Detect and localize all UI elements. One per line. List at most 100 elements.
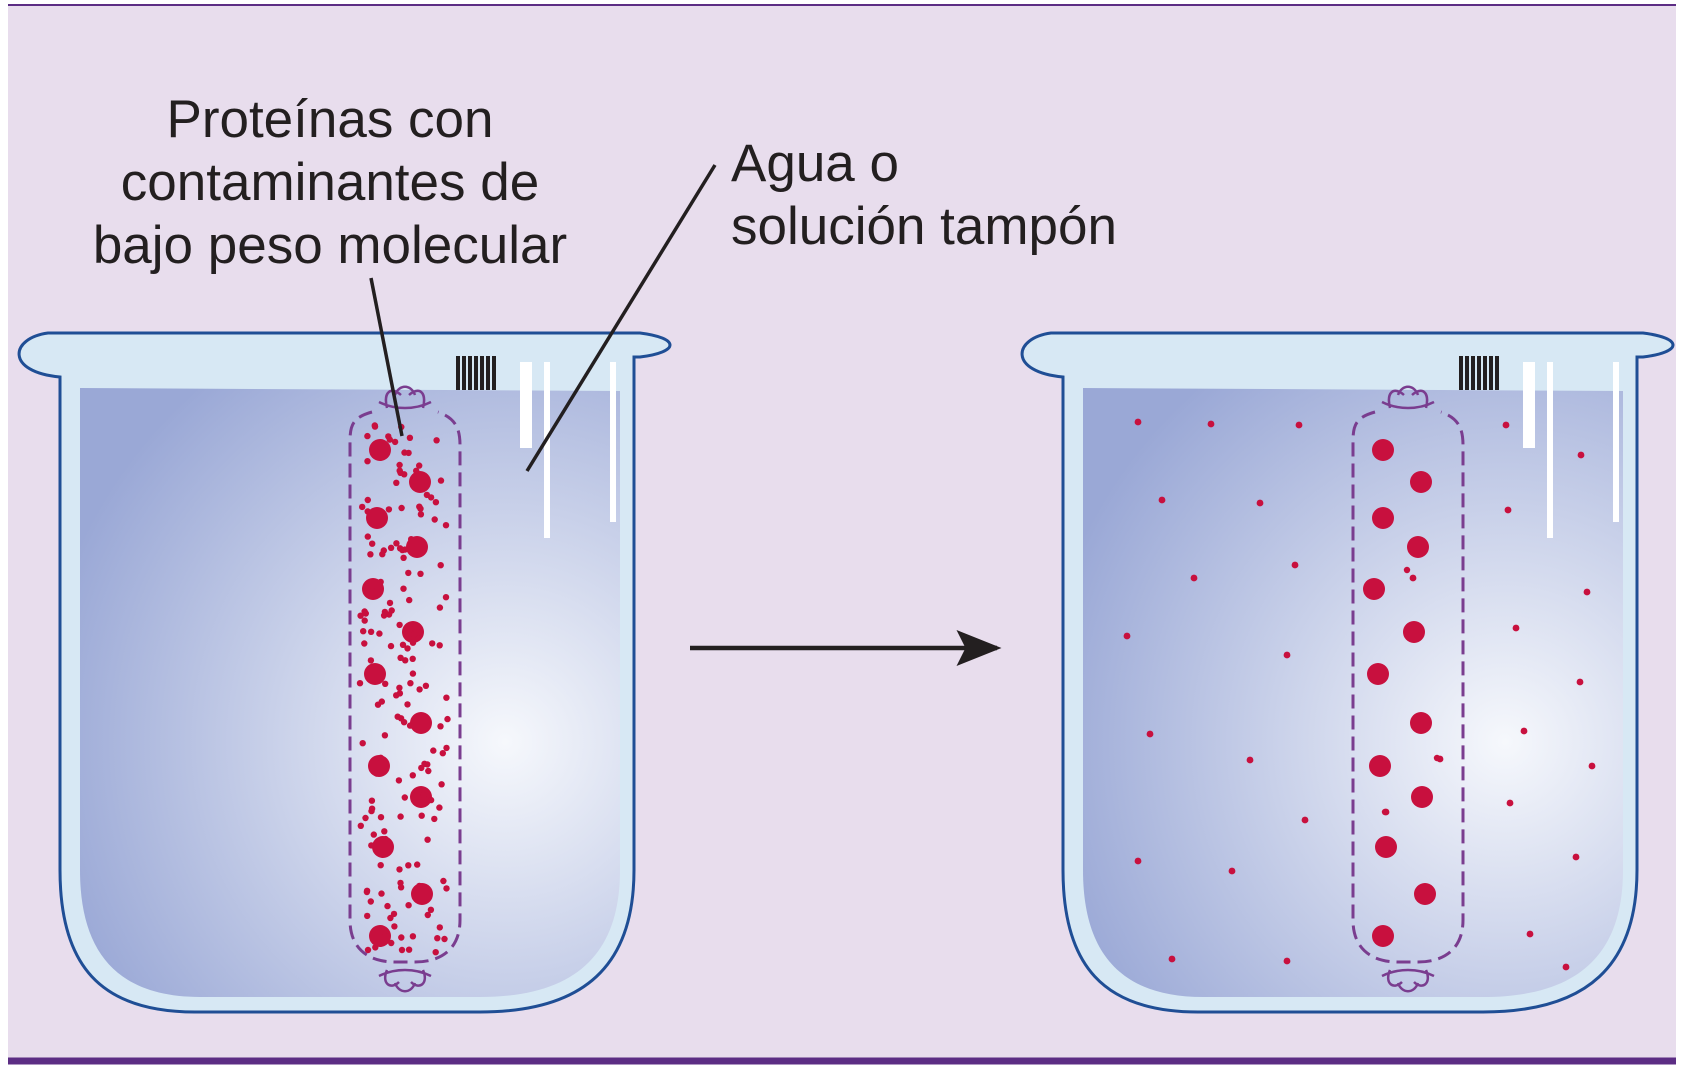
contaminant-particle-icon [396, 621, 403, 629]
contaminant-particle-icon [401, 794, 408, 801]
contaminant-particle-icon [1168, 955, 1176, 963]
contaminant-particle-icon [381, 828, 388, 835]
contaminant-particle-icon [416, 686, 423, 693]
contaminant-particle-icon [431, 516, 438, 523]
contaminant-particle-icon [418, 812, 425, 819]
water-label-line-1: Agua o [731, 134, 899, 193]
contaminant-particle-icon [439, 750, 446, 757]
contaminant-particle-icon [425, 767, 432, 775]
contaminant-particle-icon [1207, 420, 1215, 428]
protein-particle-icon [1411, 786, 1433, 808]
glass-highlight [610, 362, 616, 522]
glass-highlight [1547, 362, 1553, 538]
contaminant-particle-icon [407, 680, 414, 687]
contaminant-particle-icon [362, 814, 369, 822]
contaminant-particle-icon [364, 583, 372, 590]
contaminant-particle-icon [390, 910, 398, 918]
contaminant-particle-icon [424, 836, 431, 843]
contaminant-particle-icon [414, 861, 421, 868]
contaminant-particle-icon [436, 804, 443, 811]
contaminant-particle-icon [422, 682, 430, 689]
contaminant-particle-icon [367, 628, 375, 635]
contaminant-particle-icon [397, 813, 404, 820]
contaminant-particle-icon [377, 754, 384, 761]
contaminant-particle-icon [378, 890, 385, 897]
contaminant-particle-icon [361, 608, 368, 615]
glass-highlight [520, 362, 532, 448]
contaminant-particle-icon [367, 551, 374, 558]
contaminant-particle-icon [387, 544, 395, 551]
contaminant-particle-icon [444, 715, 451, 723]
contaminant-particle-icon [1134, 418, 1142, 426]
proteins-label-line-2: contaminantes de [120, 153, 540, 212]
contaminant-particle-icon [443, 744, 450, 752]
glass-highlight [1523, 362, 1535, 448]
contaminant-particle-icon [387, 914, 394, 922]
contaminant-particle-icon [1381, 808, 1389, 816]
contaminant-particle-icon [424, 911, 431, 919]
contaminant-particle-icon [432, 949, 439, 956]
scale-tick [480, 356, 484, 390]
contaminant-particle-icon [1228, 867, 1236, 875]
contaminant-particle-icon [363, 888, 371, 896]
contaminant-particle-icon [364, 458, 371, 465]
left-beaker [17, 331, 672, 1014]
water-solution [1083, 388, 1623, 997]
scale-tick [1483, 356, 1487, 390]
contaminant-particle-icon [368, 797, 376, 804]
contaminant-particle-icon [442, 522, 450, 529]
contaminant-particle-icon [427, 796, 435, 804]
contaminant-particle-icon [405, 862, 412, 869]
scale-tick [474, 356, 478, 390]
contaminant-particle-icon [370, 831, 377, 838]
contaminant-particle-icon [381, 608, 389, 616]
contaminant-particle-icon [386, 599, 394, 607]
contaminant-particle-icon [395, 777, 403, 784]
protein-particle-icon [1403, 621, 1425, 643]
contaminant-particle-icon [1283, 957, 1291, 965]
contaminant-particle-icon [1520, 727, 1528, 735]
contaminant-particle-icon [402, 657, 409, 664]
contaminant-particle-icon [436, 924, 443, 931]
protein-leader-line [369, 277, 404, 437]
bag-top-knot [378, 385, 432, 410]
contaminant-particle-icon [420, 791, 427, 798]
scale-tick [1465, 356, 1469, 390]
contaminant-particle-icon [397, 879, 404, 887]
contaminant-particle-icon [1409, 574, 1417, 582]
contaminant-particle-icon [364, 533, 371, 540]
contaminant-particle-icon [361, 617, 368, 624]
contaminant-particle-icon [381, 732, 389, 739]
contaminant-particle-icon [1577, 451, 1585, 459]
contaminant-particle-icon [1134, 857, 1142, 865]
bag-bottom-knot [1381, 968, 1435, 993]
protein-particle-icon [368, 755, 390, 777]
contaminant-particle-icon [396, 866, 403, 873]
contaminant-particle-icon [360, 628, 367, 635]
scale-tick [1471, 356, 1475, 390]
scale-tick [456, 356, 460, 390]
contaminant-particle-icon [421, 760, 428, 767]
dialysis-bag-icon [348, 410, 462, 964]
protein-particle-icon [1372, 507, 1394, 529]
contaminant-particle-icon [440, 877, 447, 885]
protein-particle-icon [409, 471, 431, 493]
contaminant-particle-icon [406, 434, 414, 441]
contaminant-particle-icon [396, 467, 403, 474]
contaminant-particle-icon [357, 822, 364, 829]
contaminant-particle-icon [1146, 730, 1154, 738]
contaminant-particle-icon [410, 631, 418, 638]
contaminant-particle-icon [1572, 853, 1580, 861]
contaminant-particle-icon [429, 640, 436, 647]
contaminant-particle-icon [417, 511, 425, 518]
contaminant-particle-icon [417, 570, 424, 577]
contaminant-particle-icon [356, 680, 364, 687]
contaminant-particle-icon [369, 540, 376, 547]
contaminant-particle-icon [378, 698, 385, 705]
protein-particle-icon [1369, 755, 1391, 777]
contaminant-particle-icon [1588, 762, 1596, 770]
contaminant-particle-icon [364, 432, 371, 440]
contaminant-particle-icon [373, 582, 380, 590]
protein-particle-icon [1410, 471, 1432, 493]
